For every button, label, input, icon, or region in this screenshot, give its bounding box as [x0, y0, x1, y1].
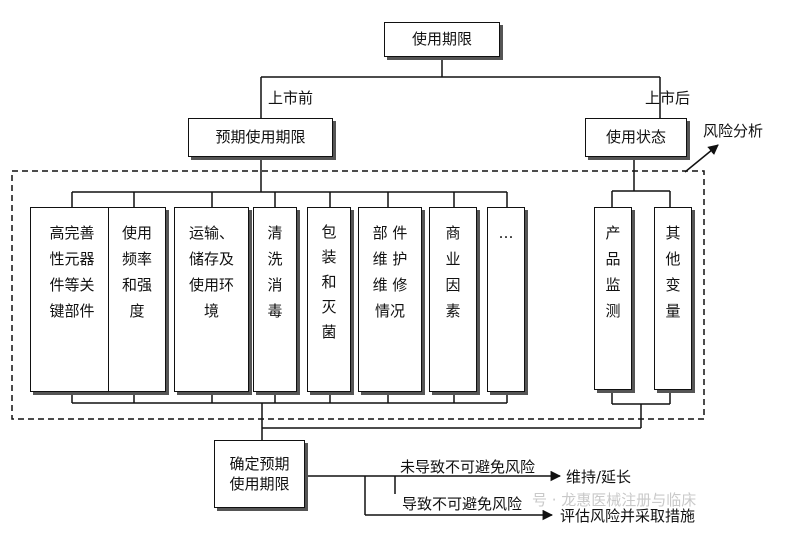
outcome-upper-condition: 未导致不可避免风险 — [400, 458, 536, 476]
factor-column-maintenance-repair: 部 件维 护 维 修情况 — [358, 207, 422, 392]
factor-column-packaging-sterilization: 包装 和灭 菌 — [307, 207, 351, 392]
factor-column-other-variables: 其他 变量 — [654, 207, 692, 390]
factor-column-cleaning-disinfection: 清洗 消毒 — [253, 207, 297, 392]
watermark-text: 号 · 龙惠医械注册与临床 — [532, 491, 697, 509]
factor-column-product-monitoring: 产品 监测 — [594, 207, 632, 390]
left-box-expected-service-life: 预期使用期限 — [188, 118, 333, 157]
factor-column-critical-components: 高完善性元器 件等关键部件 — [30, 207, 114, 392]
top-box-service-life: 使用期限 — [384, 22, 500, 57]
confirm-expected-service-life-box: 确定预期 使用期限 — [214, 440, 305, 508]
branch-label-pre-market: 上市前 — [268, 89, 314, 107]
outcome-lower-condition: 导致不可避免风险 — [402, 495, 523, 513]
dashed-frame — [11, 170, 705, 420]
right-box-usage-status: 使用状态 — [585, 118, 687, 157]
factor-column-commercial-factors: 商业 因素 — [429, 207, 477, 392]
branch-label-post-market: 上市后 — [645, 89, 691, 107]
outcome-lower-result: 评估风险并采取措施 — [560, 507, 696, 525]
risk-analysis-label: 风险分析 — [703, 122, 764, 140]
factor-column-frequency-intensity: 使用频率 和强度 — [108, 207, 166, 392]
outcome-upper-result: 维持/延长 — [566, 468, 632, 486]
factor-column-ellipsis: … — [487, 207, 525, 392]
factor-column-transport-storage: 运输、储存及 使用环境 — [174, 207, 249, 392]
